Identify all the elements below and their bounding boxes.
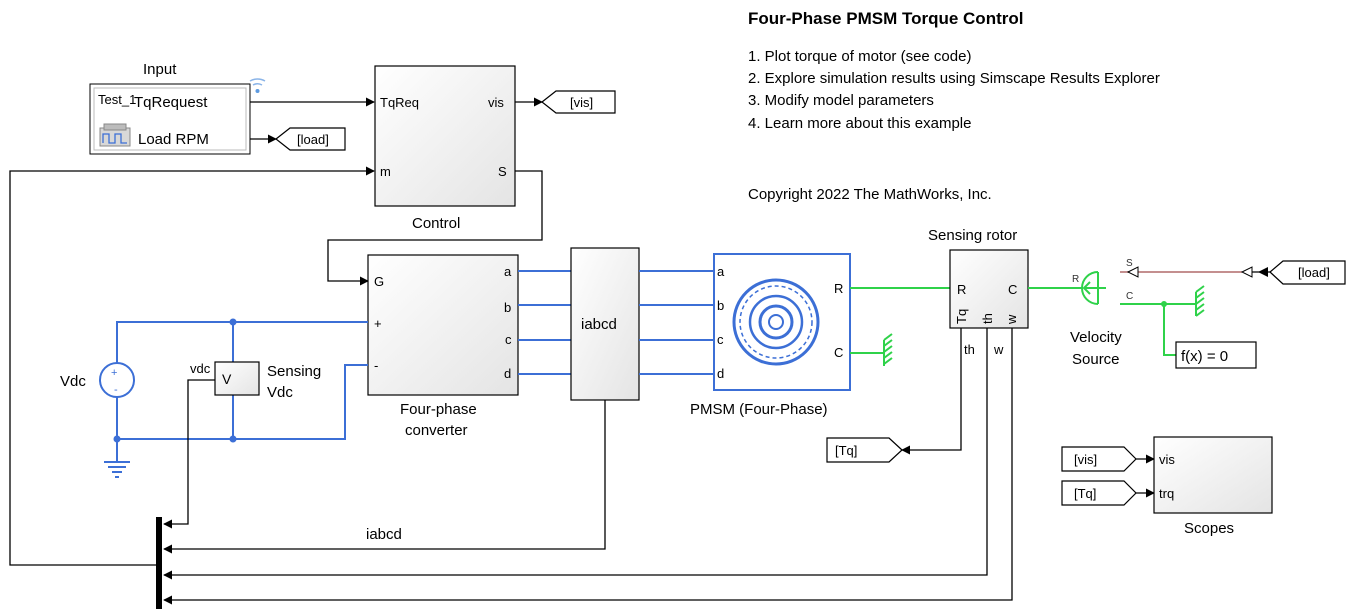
velocity-source-label-1: Velocity [1070,329,1122,346]
from-tq[interactable]: [Tq] [1061,480,1137,506]
sensing-rotor-block[interactable]: Sensing rotor R C Tq th w th w [928,227,1029,357]
velocity-source-port-c: C [1126,291,1133,302]
link-results-explorer[interactable]: 2. Explore simulation results using Sims… [748,70,1160,87]
pmsm-port-r: R [834,281,843,296]
electrical-ground-icon [104,461,130,478]
goto-vis-label: [vis] [570,95,593,110]
pmsm-port-d: d [717,366,724,381]
electrical-wires-abcd-1 [518,270,571,375]
scopes-port-vis: vis [1159,452,1175,467]
electrical-wires-abcd-2 [639,270,714,375]
sensing-rotor-out-th: th [964,342,975,357]
iabcd-signal-label: iabcd [366,526,402,543]
converter-block[interactable]: G + - a b c d Four-phase converter [367,254,519,439]
input-signal-id: Test_1 [98,92,136,107]
control-port-m: m [380,164,391,179]
input-load-rpm-label: Load RPM [138,131,209,148]
sensing-rotor-port-c: C [1008,282,1017,297]
vdc-plus-symbol: + [111,367,117,379]
pmsm-label: PMSM (Four-Phase) [690,401,828,418]
vdc-minus-symbol: - [114,384,118,396]
link-learn-more[interactable]: 4. Learn more about this example [748,115,971,132]
control-block[interactable]: TqReq m vis S Control [374,65,516,232]
pmsm-port-c-mech: C [834,345,843,360]
sensing-rotor-port-th: th [980,313,995,324]
copyright-text: Copyright 2022 The MathWorks, Inc. [748,186,992,203]
converter-port-plus: + [374,316,382,331]
ps-converter-port [1126,266,1139,278]
goto-load-label: [load] [297,132,329,147]
wire-vdc-signal [163,379,215,529]
pmsm-port-a: a [717,264,725,279]
control-port-tqreq: TqReq [380,95,419,110]
solver-configuration-label: f(x) = 0 [1181,348,1228,365]
velocity-source-block[interactable]: R S C Velocity Source [1070,258,1133,368]
scopes-label: Scopes [1184,520,1234,537]
solver-configuration-block[interactable]: f(x) = 0 [1175,341,1257,369]
wire-switching-signal [327,170,543,286]
voltage-sensor-glyph: V [222,371,232,387]
from-vis-label: [vis] [1074,452,1097,467]
wire-omega-signal [163,328,1013,605]
sensing-rotor-port-r: R [957,282,966,297]
wire-iabcd-signal [163,400,606,554]
signal-editor-icon [99,123,131,147]
model-title: Four-Phase PMSM Torque Control [748,9,1023,28]
link-modify-parameters[interactable]: 3. Modify model parameters [748,92,934,109]
control-port-vis: vis [488,95,504,110]
sensing-rotor-port-tq: Tq [954,309,969,324]
converter-port-minus: - [374,358,378,373]
wire-theta-signal [163,328,988,580]
sensing-rotor-out-w: w [993,342,1004,357]
mech-reference-1 [850,333,893,366]
voltage-sensor-label-1: Sensing [267,363,321,380]
velocity-source-label-2: Source [1072,351,1120,368]
voltage-sensor-label-2: Vdc [267,384,293,401]
sensing-rotor-port-w: w [1004,314,1019,325]
converter-port-g: G [374,274,384,289]
control-port-s: S [498,164,507,179]
vdc-signal-label: vdc [190,361,211,376]
control-block-label: Control [412,215,460,232]
sensing-rotor-label: Sensing rotor [928,227,1017,244]
mech-reference-2 [1120,285,1205,356]
dc-bus-wires [113,318,368,462]
goto-load[interactable]: [load] [275,127,346,151]
from-tq-label: [Tq] [1074,486,1096,501]
wire-tq [901,328,962,455]
goto-tq-label: [Tq] [835,443,857,458]
velocity-source-port-s: S [1126,258,1133,269]
scopes-block[interactable]: vis trq Scopes [1153,436,1273,537]
wireless-icon [249,78,266,93]
from-load-label: [load] [1298,265,1330,280]
converter-port-b: b [504,300,511,315]
motor-icon [732,278,820,366]
iabcd-sensor-label: iabcd [581,316,617,333]
pmsm-block[interactable]: a b c d R C PMSM (Four-Phase) [690,253,851,418]
voltage-sensor-block[interactable]: V Sensing Vdc vdc [190,361,321,401]
dc-voltage-source[interactable]: + - Vdc [60,362,135,398]
converter-label-2: converter [405,422,468,439]
from-vis[interactable]: [vis] [1061,446,1137,472]
converter-port-c: c [505,332,512,347]
scopes-port-trq: trq [1159,486,1174,501]
wire-measurements-bus [9,166,375,566]
pmsm-port-c: c [717,332,724,347]
iabcd-sensor-block[interactable]: iabcd [570,247,640,401]
goto-vis[interactable]: [vis] [541,90,616,114]
goto-tq[interactable]: [Tq] [826,437,903,463]
velocity-source-port-r: R [1072,274,1079,285]
ps-converter-port-2 [1240,266,1253,278]
input-block-label: Input [143,61,177,78]
converter-port-d: d [504,366,511,381]
bus-creator[interactable] [156,517,162,609]
input-block[interactable]: Input Test_1 TqRequest Load RPM [89,61,266,155]
input-signal-name: TqRequest [134,94,208,111]
pmsm-port-b: b [717,298,724,313]
vdc-label: Vdc [60,373,86,390]
converter-label-1: Four-phase [400,401,477,418]
from-load[interactable]: [load] [1269,260,1346,285]
converter-port-a: a [504,264,512,279]
link-plot-torque[interactable]: 1. Plot torque of motor (see code) [748,48,971,65]
